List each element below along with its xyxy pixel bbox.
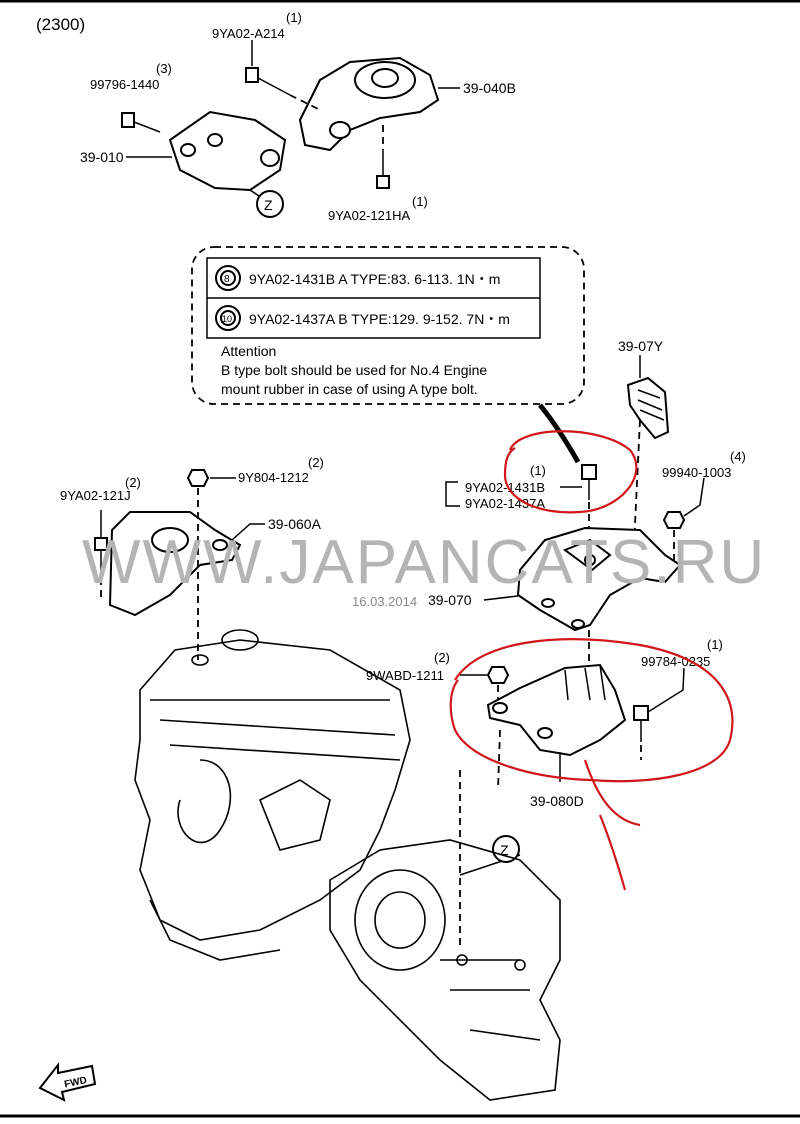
part-label-9wabd-1211[interactable]: 9WABD-1211	[366, 668, 444, 683]
part-label-39-060a[interactable]: 39-060A	[268, 516, 322, 532]
qty-label: (1)	[286, 10, 302, 25]
fwd-label: FWD	[63, 1075, 88, 1090]
qty-label: (1)	[412, 194, 428, 209]
torque-note: 8 9YA02-1431B A TYPE:83. 6-113. 1N・m 10 …	[191, 246, 585, 405]
part-label-9y804-1212[interactable]: 9Y804-1212	[238, 470, 309, 485]
attention-line-2: mount rubber in case of using A type bol…	[221, 381, 478, 397]
torque-row-b: 9YA02-1437A B TYPE:129. 9-152. 7N・m	[249, 311, 510, 327]
qty-label: (3)	[156, 61, 172, 76]
bolt-99796-1440	[121, 112, 161, 133]
bolt-9ya02-1431b	[581, 464, 597, 500]
part-label-9ya02-1437a[interactable]: 9YA02-1437A	[465, 496, 545, 511]
bracket-39-080d	[486, 663, 627, 757]
mount-39-060a	[108, 511, 242, 617]
qty-label: (4)	[730, 449, 746, 464]
part-label-9ya02-1431b[interactable]: 9YA02-1431B	[465, 480, 545, 495]
bracket-39-010	[168, 110, 287, 192]
bolt-9ya02-121ha	[376, 150, 390, 189]
part-label-9ya02-121j[interactable]: 9YA02-121J	[60, 488, 131, 503]
part-label-39-07y[interactable]: 39-07Y	[618, 338, 664, 354]
ref-marker-z-label: Z	[500, 842, 509, 858]
fwd-arrow-icon: FWD	[38, 1062, 97, 1102]
bolt-9ya02-a214	[245, 67, 291, 96]
part-label-39-070[interactable]: 39-070	[428, 592, 472, 608]
part-label-39-080d[interactable]: 39-080D	[530, 793, 584, 809]
pointer-arrow	[538, 403, 581, 464]
bracket-39-07y	[626, 376, 670, 440]
qty-label: (2)	[125, 475, 141, 490]
ref-marker-z-label: Z	[264, 197, 273, 213]
part-label-39-010[interactable]: 39-010	[80, 149, 124, 165]
nut-9wabd-1211	[486, 666, 510, 684]
nut-99940-1003	[662, 511, 686, 529]
bolt-9ya02-121j	[94, 537, 108, 575]
part-label-99796-1440[interactable]: 99796-1440	[90, 77, 159, 92]
engine-assembly-illustration	[134, 629, 561, 1101]
part-label-9ya02-a214[interactable]: 9YA02-A214	[212, 26, 285, 41]
diagram-code: (2300)	[36, 15, 85, 34]
mount-39-040b	[298, 56, 440, 152]
torque-row-a: 9YA02-1431B A TYPE:83. 6-113. 1N・m	[249, 271, 500, 287]
bolt-99784-0235	[633, 705, 649, 742]
watermark: WWW.JAPANCATS.RU	[82, 528, 766, 597]
attention-title: Attention	[221, 343, 276, 359]
torque-symbol: 8	[224, 274, 230, 285]
attention-line-1: B type bolt should be used for No.4 Engi…	[221, 362, 487, 378]
qty-label: (1)	[707, 637, 723, 652]
red-annotations	[449, 430, 734, 891]
nut-9y804-1212	[186, 469, 210, 487]
part-label-39-040b[interactable]: 39-040B	[463, 80, 516, 96]
part-label-99940-1003[interactable]: 99940-1003	[662, 465, 731, 480]
ref-marker-z	[492, 835, 520, 863]
qty-label: (1)	[530, 463, 546, 478]
ref-marker-z	[256, 190, 284, 218]
part-label-9ya02-121ha[interactable]: 9YA02-121HA	[328, 208, 410, 223]
torque-symbol: 10	[222, 314, 232, 324]
part-label-99784-0235[interactable]: 99784-0235	[641, 654, 710, 669]
qty-label: (2)	[308, 455, 324, 470]
date-stamp: 16.03.2014	[352, 594, 417, 609]
qty-label: (2)	[434, 650, 450, 665]
mount-39-070	[516, 526, 682, 632]
